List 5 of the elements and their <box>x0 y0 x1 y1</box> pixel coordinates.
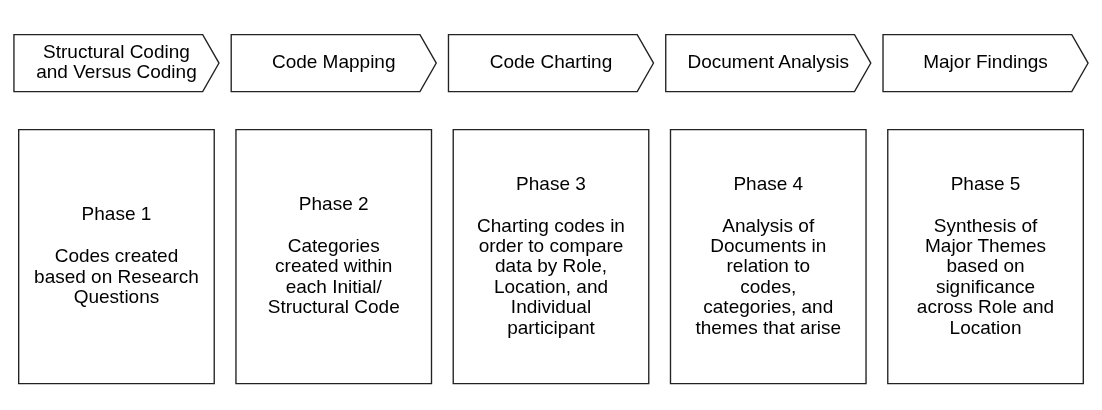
node-box: Phase 5 Synthesis of Major Themes based on significance across Role and Location <box>887 128 1084 385</box>
node-box: Phase 2 Categories created within each Initial/ Structural Code <box>235 128 433 385</box>
node-box: Phase 4 Analysis of Documents in relation to codes, categories, and themes that arise <box>669 128 867 385</box>
node-box: Phase 1 Codes created based on Research Questions <box>18 128 215 385</box>
node-box: Phase 3 Charting codes in order to compare data by Role, Location, and Individual participant <box>452 128 650 385</box>
